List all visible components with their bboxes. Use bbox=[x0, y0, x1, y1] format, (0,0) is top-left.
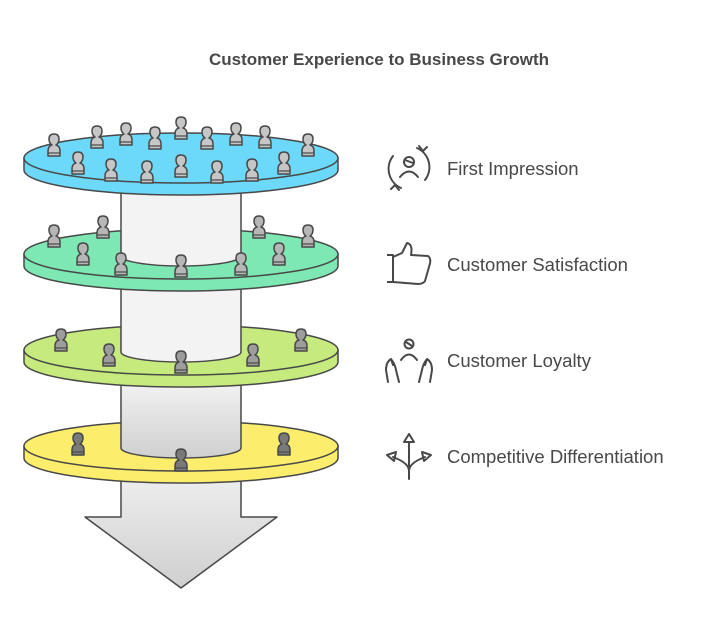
person-icon bbox=[47, 224, 61, 248]
stage-disc-1 bbox=[23, 116, 339, 196]
person-icon bbox=[90, 125, 104, 149]
person-icon bbox=[174, 116, 188, 140]
person-icon bbox=[174, 154, 188, 178]
stage-disc-3 bbox=[23, 286, 339, 388]
stage-label-customer-satisfaction: Customer Satisfaction bbox=[447, 254, 628, 275]
person-icon bbox=[277, 432, 291, 456]
person-icon bbox=[294, 328, 308, 352]
person-icon bbox=[258, 125, 272, 149]
person-icon bbox=[252, 215, 266, 239]
stage-label-first-impression: First Impression bbox=[447, 158, 579, 179]
person-in-hands-icon bbox=[385, 338, 433, 383]
stage-discs bbox=[23, 116, 339, 484]
person-icon bbox=[245, 158, 259, 182]
person-icon bbox=[76, 242, 90, 266]
column-segment bbox=[120, 382, 242, 459]
person-icon bbox=[272, 242, 286, 266]
person-icon bbox=[200, 126, 214, 150]
person-icon bbox=[174, 350, 188, 374]
person-icon bbox=[140, 160, 154, 184]
person-icon bbox=[301, 224, 315, 248]
person-icon bbox=[174, 448, 188, 472]
person-icon bbox=[229, 122, 243, 146]
stage-disc-4 bbox=[23, 382, 339, 484]
person-icon bbox=[174, 254, 188, 278]
diverging-arrows-icon bbox=[386, 433, 432, 480]
person-icon bbox=[71, 151, 85, 175]
stage-label-customer-loyalty: Customer Loyalty bbox=[447, 350, 591, 371]
diagram-title: Customer Experience to Business Growth bbox=[208, 50, 550, 69]
person-icon bbox=[114, 252, 128, 276]
person-icon bbox=[301, 133, 315, 157]
person-icon bbox=[246, 343, 260, 367]
person-icon bbox=[71, 432, 85, 456]
person-icon bbox=[210, 160, 224, 184]
person-icon bbox=[47, 133, 61, 157]
person-icon bbox=[148, 126, 162, 150]
stage-label-competitive-differentiation: Competitive Differentiation bbox=[447, 446, 664, 467]
person-icon bbox=[277, 151, 291, 175]
person-icon bbox=[104, 158, 118, 182]
stage-disc-2 bbox=[23, 190, 339, 292]
person-icon bbox=[119, 122, 133, 146]
person-icon bbox=[96, 215, 110, 239]
person-cycle-icon bbox=[387, 145, 431, 191]
person-icon bbox=[234, 252, 248, 276]
person-icon bbox=[102, 343, 116, 367]
person-icon bbox=[54, 328, 68, 352]
thumbs-up-icon bbox=[387, 242, 432, 285]
